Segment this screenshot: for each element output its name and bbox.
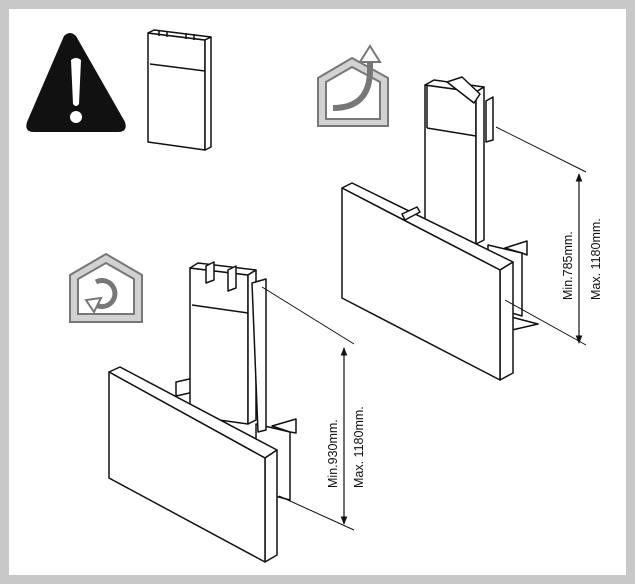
dimension-extraction: Min.785mm. Max. 1180mm. [495,126,603,346]
hood-recirculation-drawing [108,261,297,563]
hood-extraction-drawing [341,76,539,381]
air-recirculation-house-icon [69,252,143,323]
chimney-duct-icon [147,29,212,151]
dimension-extraction-min: Min.785mm. [561,231,575,300]
air-extraction-house-icon [317,44,389,127]
dimension-extraction-max: Max. 1180mm. [589,218,603,300]
warning-triangle-icon [26,33,126,132]
dimension-recirculation-min: Min.930mm. [326,419,340,488]
dimension-recirculation: Min.930mm. Max. 1180mm. [261,286,366,531]
dimension-recirculation-max: Max. 1180mm. [352,406,366,488]
